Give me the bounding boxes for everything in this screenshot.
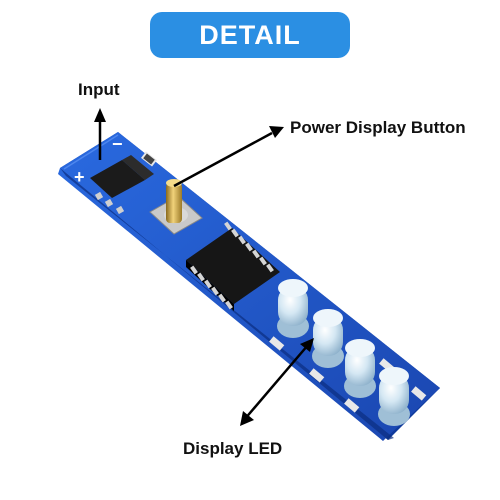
main-chip — [186, 221, 280, 311]
power-arrowhead — [269, 126, 284, 138]
led-3 — [344, 339, 376, 398]
led-arrowhead-bottom — [240, 411, 254, 426]
power-arrow — [173, 131, 273, 188]
display-leds — [277, 279, 410, 426]
led-arrow — [243, 344, 309, 421]
resistors — [269, 336, 427, 413]
label-display-led: Display LED — [183, 439, 283, 458]
power-display-button — [149, 179, 203, 235]
led-2 — [312, 309, 344, 368]
label-power-display-button: Power Display Button — [290, 118, 466, 137]
minus-mark: − — [112, 134, 123, 154]
annotation-arrows — [94, 108, 314, 426]
plus-mark: + — [74, 167, 85, 187]
label-input: Input — [78, 80, 120, 99]
smd-capacitor — [141, 151, 157, 167]
regulator-chip — [90, 155, 154, 215]
led-arrowhead-top — [300, 338, 314, 352]
led-1 — [277, 279, 309, 338]
banner-title: DETAIL — [199, 19, 301, 50]
input-arrowhead — [94, 108, 106, 122]
detail-banner: DETAIL — [150, 12, 350, 58]
led-4 — [378, 367, 410, 426]
silkscreen-marks: + − — [74, 134, 123, 187]
